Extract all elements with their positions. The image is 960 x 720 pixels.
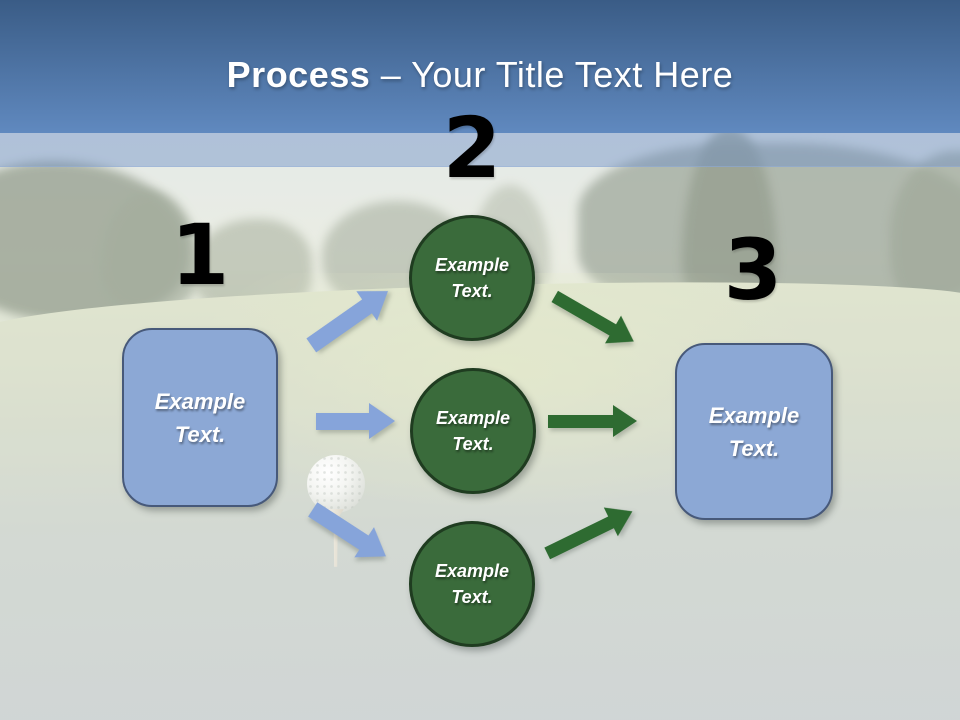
process-circle-2: Example Text.	[410, 368, 536, 494]
slide-title-bold: Process	[226, 54, 371, 95]
blue-arrow-middle-icon	[316, 403, 395, 439]
right-process-box-label: Example Text.	[708, 402, 800, 461]
slide-title: Process – Your Title Text Here	[0, 54, 960, 96]
process-circle-1-label: Example Text.	[434, 254, 510, 301]
process-circle-1: Example Text.	[409, 215, 535, 341]
process-circle-3-label: Example Text.	[434, 560, 510, 607]
arrow-shaft	[316, 412, 369, 430]
arrow-shaft	[548, 414, 613, 428]
arrow-head	[613, 405, 637, 437]
left-process-box-label: Example Text.	[154, 388, 246, 447]
left-process-box: Example Text.	[122, 328, 278, 507]
header-translucent-band	[0, 133, 960, 167]
process-circle-2-label: Example Text.	[435, 407, 511, 454]
slide-title-regular: – Your Title Text Here	[370, 54, 734, 95]
process-circle-3: Example Text.	[409, 521, 535, 647]
title-bar: Process – Your Title Text Here	[0, 0, 960, 133]
step-number-1: 1	[170, 206, 230, 304]
right-process-box: Example Text.	[675, 343, 833, 520]
step-number-2: 2	[442, 99, 502, 197]
arrow-head	[369, 403, 395, 439]
green-arrow-middle-icon	[548, 405, 637, 437]
step-number-3: 3	[723, 221, 783, 319]
